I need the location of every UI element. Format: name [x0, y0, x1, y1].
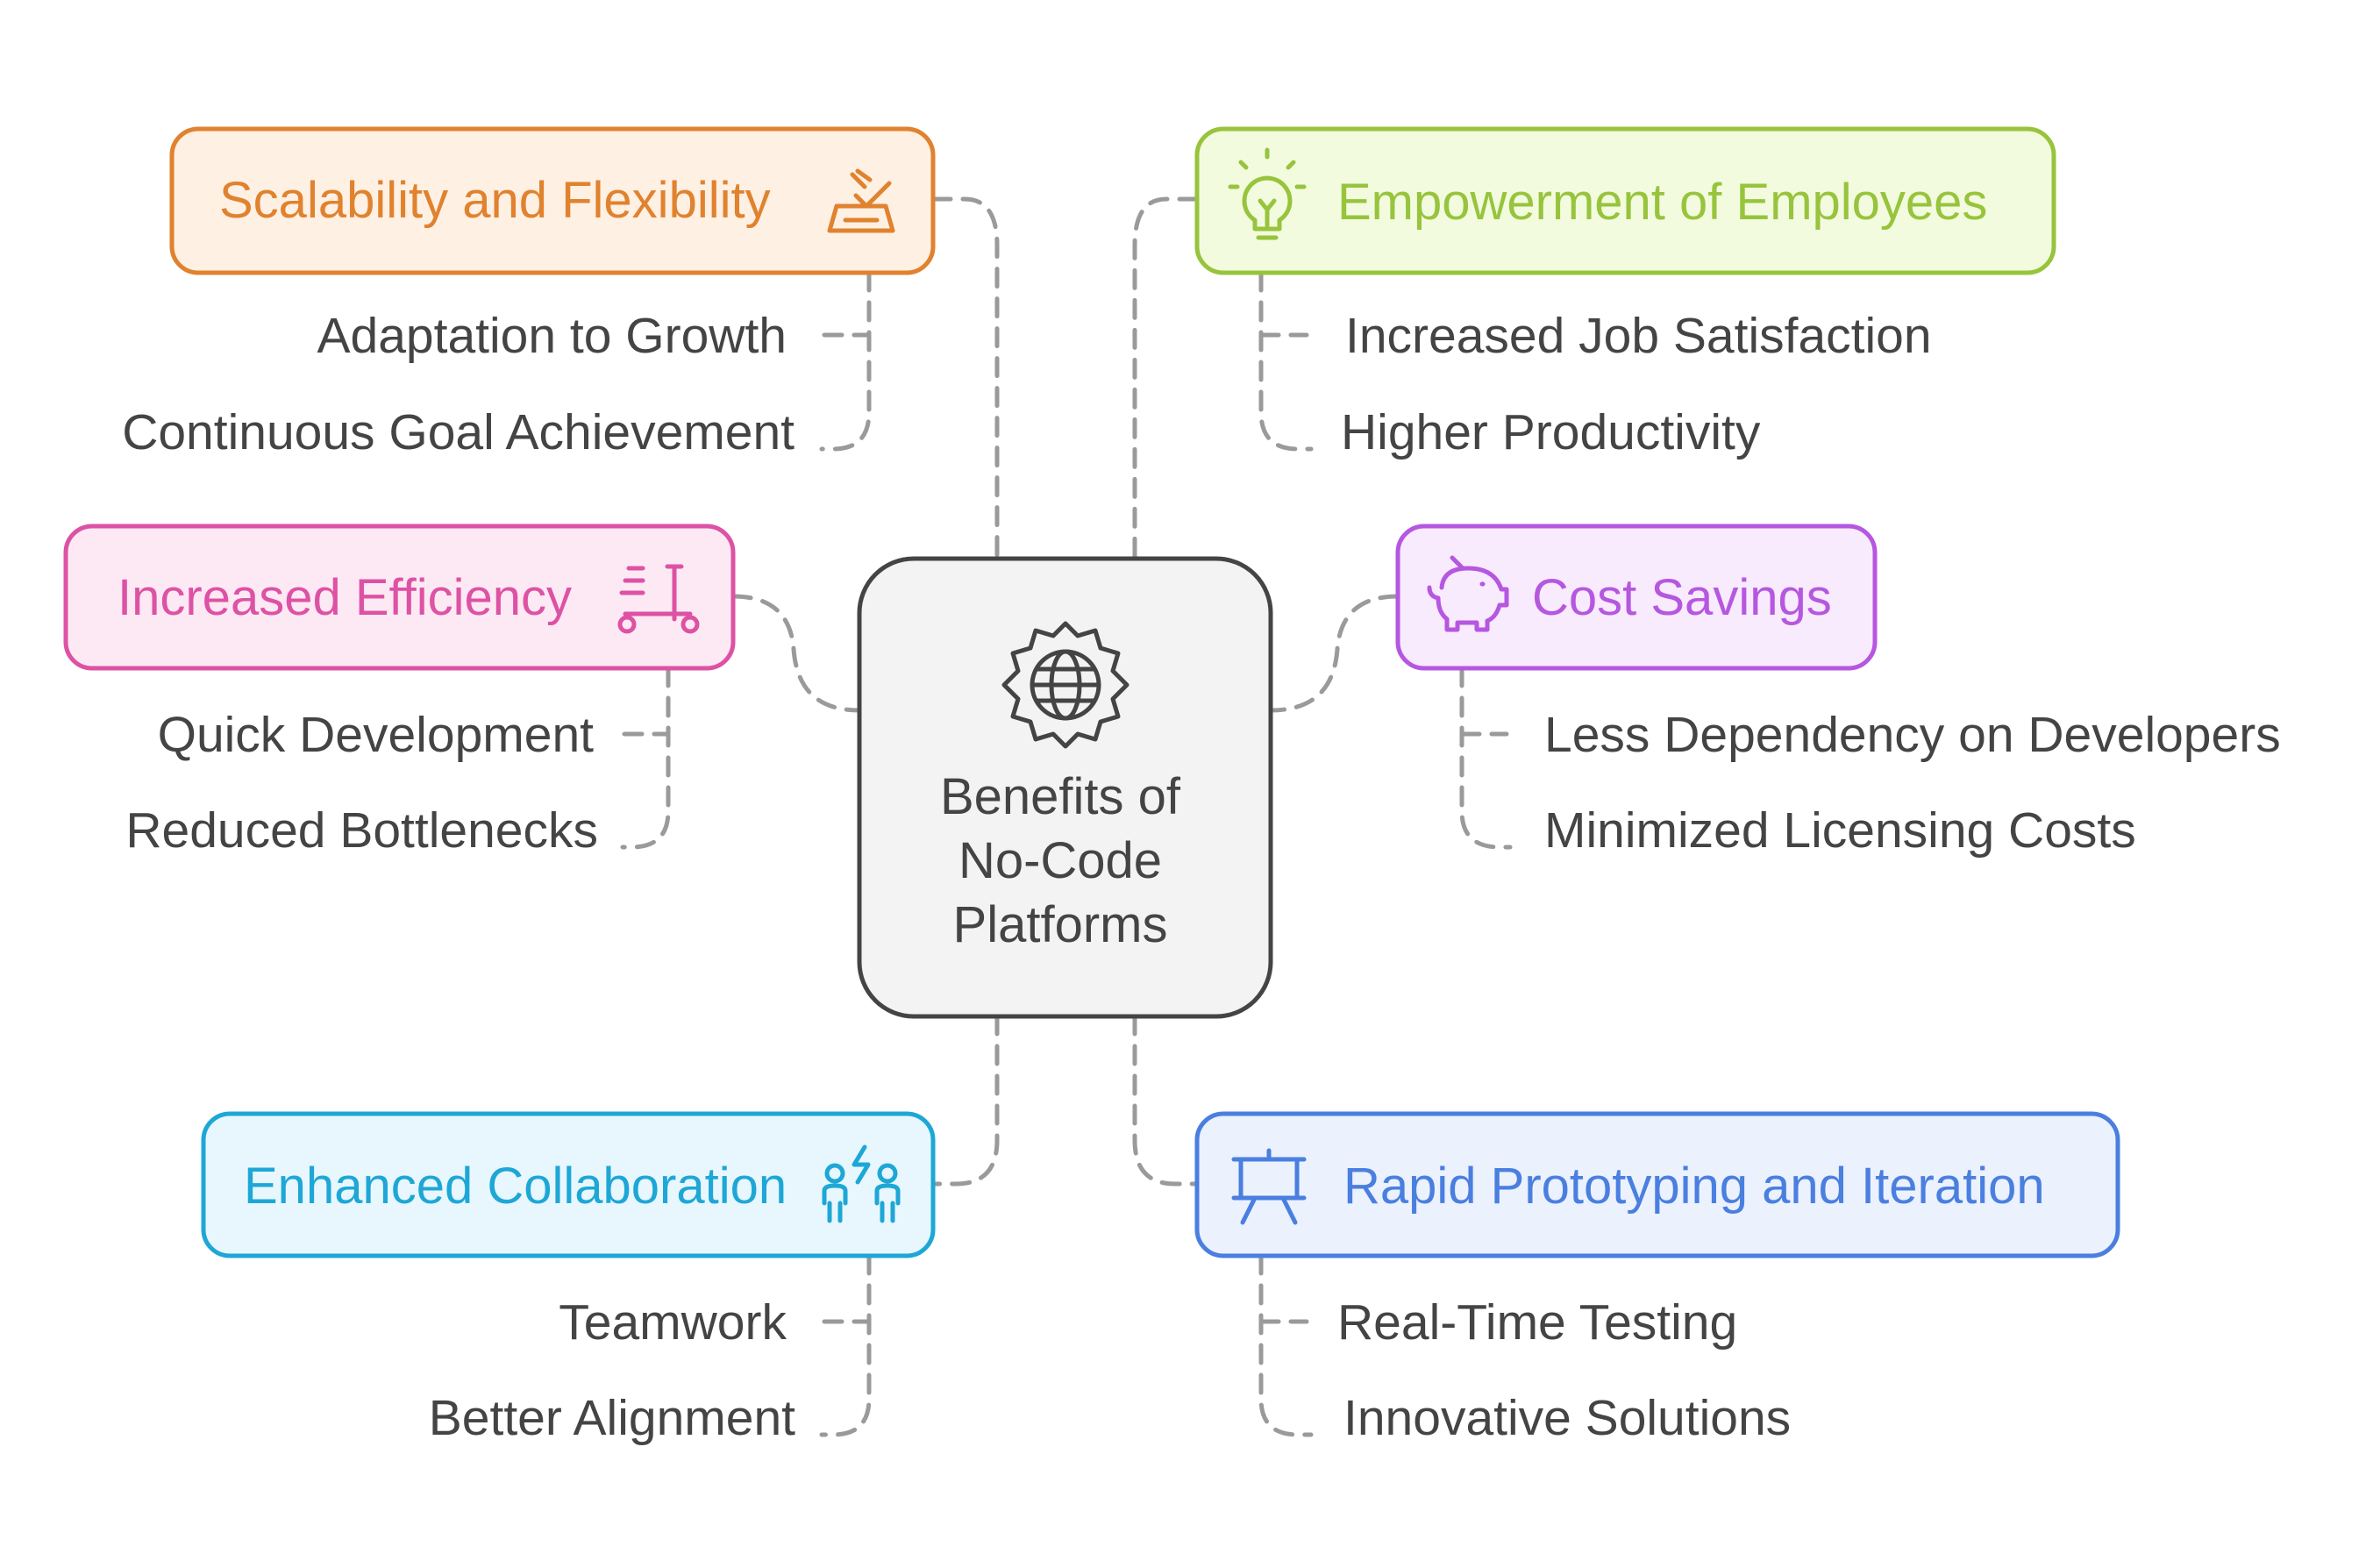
connectors — [620, 196, 1513, 1437]
branch-empowerment: Empowerment of Employees Increased Job S… — [1194, 126, 2056, 460]
sub-item: Quick Development — [158, 707, 595, 763]
sub-item: Less Dependency on Developers — [1544, 707, 2281, 763]
branch-label: Cost Savings — [1532, 569, 1832, 626]
center-title-line-2: No-Code — [958, 832, 1162, 889]
sub-item: Innovative Solutions — [1343, 1390, 1791, 1446]
branch-label: Enhanced Collaboration — [244, 1158, 787, 1215]
branch-label: Rapid Prototyping and Iteration — [1343, 1158, 2045, 1215]
branch-cost-savings: Cost Savings Less Dependency on Develope… — [1395, 524, 2281, 859]
branch-label: Scalability and Flexibility — [219, 172, 771, 229]
scale-checkmark-icon — [827, 168, 895, 233]
sub-item: Reduced Bottlenecks — [125, 802, 598, 859]
globe-gear-icon — [1001, 621, 1129, 749]
sub-item: Minimized Licensing Costs — [1544, 802, 2136, 859]
people-lightning-icon — [822, 1144, 901, 1223]
branch-rapid-prototyping: Rapid Prototyping and Iteration Real-Tim… — [1194, 1111, 2120, 1446]
branch-scalability: Scalability and Flexibility Adaptation t… — [122, 126, 936, 460]
lightbulb-icon — [1228, 147, 1307, 240]
sub-item: Continuous Goal Achievement — [122, 404, 795, 460]
piggy-bank-icon — [1427, 555, 1509, 632]
branch-efficiency: Increased Efficiency Quick Development R… — [63, 524, 736, 859]
center-node: Benefits of No-Code Platforms — [857, 556, 1273, 1019]
sub-item: Adaptation to Growth — [317, 308, 787, 364]
sub-item: Higher Productivity — [1341, 404, 1761, 460]
center-title-line-1: Benefits of — [940, 768, 1181, 825]
sub-item: Real-Time Testing — [1337, 1294, 1737, 1351]
sub-item: Teamwork — [559, 1294, 787, 1351]
branch-label: Increased Efficiency — [118, 569, 572, 626]
branch-collaboration: Enhanced Collaboration Teamwork Better A… — [201, 1111, 936, 1446]
sub-item: Better Alignment — [429, 1390, 795, 1446]
branch-label: Empowerment of Employees — [1337, 174, 1987, 231]
center-title-line-3: Platforms — [953, 896, 1168, 953]
easel-icon — [1231, 1148, 1307, 1225]
sub-item: Increased Job Satisfaction — [1345, 308, 1932, 364]
scooter-icon — [617, 564, 700, 634]
